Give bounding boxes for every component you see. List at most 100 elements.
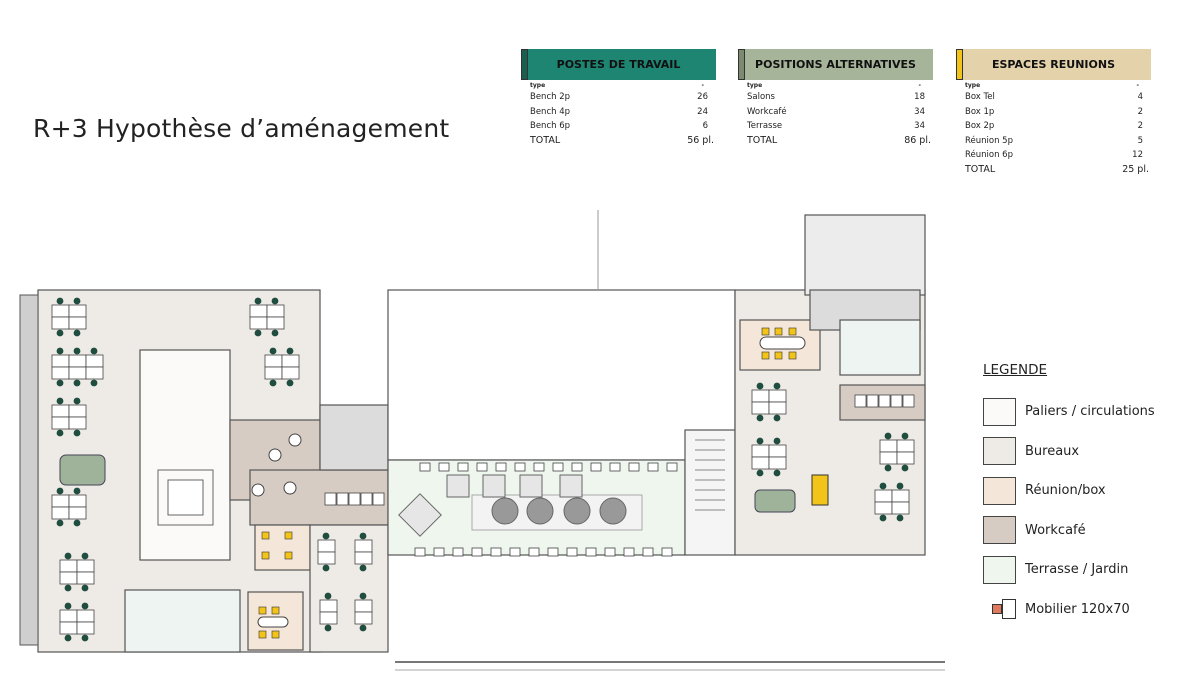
chair-icon — [81, 602, 89, 610]
desk — [319, 611, 338, 625]
chair-meeting-icon — [258, 630, 267, 639]
legend-item: Workcafé — [983, 511, 1155, 551]
desk — [51, 316, 70, 330]
row-value: 26 — [697, 92, 708, 102]
zone-sanitary — [124, 589, 241, 653]
desk — [68, 366, 87, 380]
tree-icon — [491, 497, 519, 525]
row-value: 34 — [914, 121, 925, 131]
chair-icon — [90, 347, 98, 355]
desk — [59, 559, 78, 573]
desk — [85, 354, 104, 368]
stair-core — [167, 479, 204, 516]
desk — [571, 462, 583, 472]
desk — [76, 571, 95, 585]
total-label: TOTAL — [530, 134, 561, 146]
plan-zones — [19, 210, 945, 671]
desk — [874, 501, 893, 515]
zone-sanitary-east — [839, 319, 921, 376]
desk — [751, 389, 770, 403]
chair-icon — [286, 347, 294, 355]
desk — [51, 506, 70, 520]
desk — [890, 394, 903, 408]
table-total-row: TOTAL 56 pl. — [521, 134, 716, 149]
desk — [552, 462, 564, 472]
desk — [879, 451, 898, 465]
desk — [354, 551, 373, 565]
row-value: 4 — [1137, 92, 1143, 102]
chair-icon — [64, 634, 72, 642]
chair-meeting-icon — [774, 351, 783, 360]
chair-icon — [359, 532, 367, 540]
chair-icon — [73, 487, 81, 495]
row-value: 24 — [697, 106, 708, 117]
row-label: Réunion 6p — [965, 150, 1013, 160]
zone-courtyard — [387, 289, 736, 461]
chair-icon — [884, 464, 892, 472]
type-label: type — [965, 82, 981, 89]
desk — [68, 416, 87, 430]
chair-icon — [81, 634, 89, 642]
legend-label: Workcafé — [1025, 522, 1086, 538]
chair-icon — [254, 329, 262, 337]
desk — [666, 462, 678, 472]
chair-icon — [73, 397, 81, 405]
parasol — [519, 474, 543, 498]
desk — [264, 366, 283, 380]
desk — [354, 599, 373, 613]
chair-icon — [901, 432, 909, 440]
desk — [76, 559, 95, 573]
chair-meeting-icon — [258, 606, 267, 615]
chair-icon — [773, 414, 781, 422]
desk — [68, 494, 87, 508]
row-label: Terrasse — [747, 121, 783, 131]
desk — [414, 547, 426, 557]
table-header-marker — [738, 49, 745, 80]
chair-icon — [56, 397, 64, 405]
chair-meeting-icon — [788, 351, 797, 360]
chair-icon — [901, 464, 909, 472]
desk — [319, 599, 338, 613]
chair-icon — [322, 532, 330, 540]
chair-meeting-icon — [788, 327, 797, 336]
row-label: Salons — [747, 92, 775, 102]
desk — [59, 571, 78, 585]
row-label: Réunion 5p — [965, 135, 1013, 146]
round-table — [288, 433, 302, 447]
table-type-row: type- — [956, 80, 1151, 90]
chair-icon — [81, 584, 89, 592]
desk — [879, 439, 898, 453]
chair-icon — [322, 564, 330, 572]
facade-west — [19, 294, 39, 646]
table-header-marker — [956, 49, 963, 80]
zone-stair-middle — [684, 429, 736, 556]
chair-icon — [269, 379, 277, 387]
row-value: 6 — [702, 121, 708, 131]
zone-stair-east — [804, 214, 926, 296]
row-value: 2 — [1137, 106, 1143, 117]
desk — [514, 462, 526, 472]
chair-meeting-icon — [284, 531, 293, 540]
chair-icon — [359, 624, 367, 632]
row-value: 34 — [914, 106, 925, 117]
page-title: R+3 Hypothèse d’aménagement — [33, 114, 450, 143]
chair-icon — [286, 379, 294, 387]
tree-icon — [526, 497, 554, 525]
desk — [249, 304, 268, 318]
table-row: Terrasse 34 — [738, 119, 933, 134]
desk — [902, 394, 915, 408]
desk — [585, 547, 597, 557]
total-value: 56 pl. — [687, 134, 714, 146]
type-label: type — [530, 82, 546, 89]
row-value: 5 — [1137, 135, 1143, 146]
chair-icon — [359, 592, 367, 600]
